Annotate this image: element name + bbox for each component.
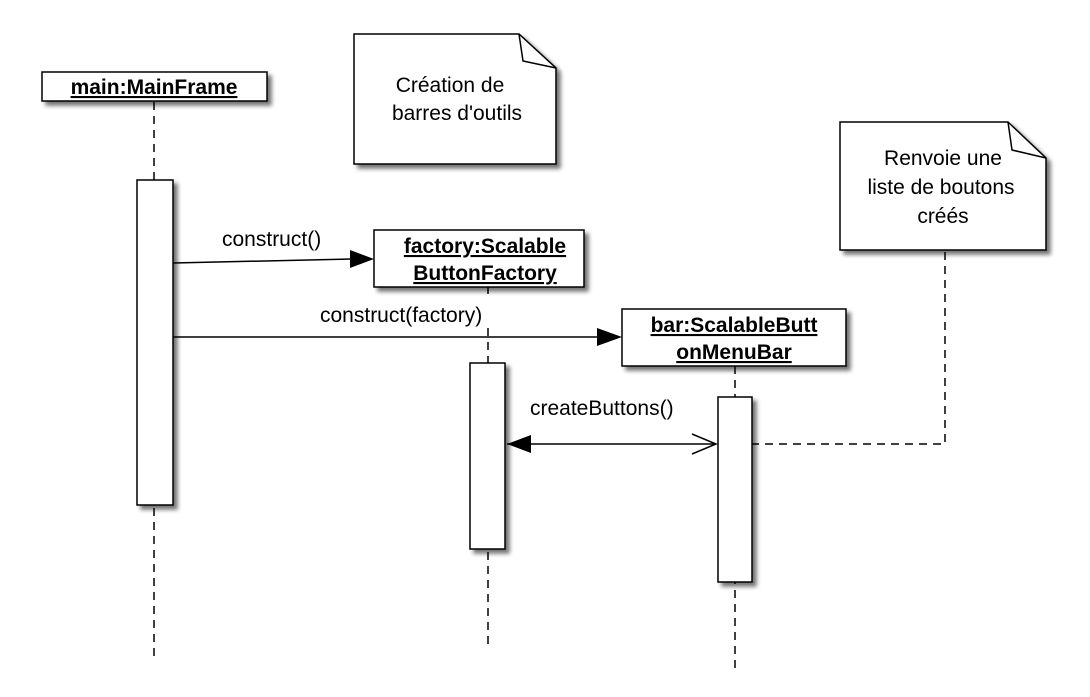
arrowhead-filled [350, 250, 374, 268]
message-create-buttons-label: createButtons() [530, 397, 674, 420]
object-factory-label-line: factory:Scalable [404, 235, 566, 258]
object-factory: factory:Scalable ButtonFactory [373, 229, 585, 288]
message-create-buttons: createButtons() [507, 397, 718, 455]
note-creation: Création de barres d'outils [353, 33, 557, 165]
note-creation-line: Création de [396, 74, 505, 97]
object-bar-label-line: onMenuBar [676, 341, 792, 364]
arrowhead-filled [597, 328, 622, 346]
note-creation-line: barres d'outils [392, 102, 522, 125]
note-connector [752, 252, 946, 445]
message-construct-factory-label: construct(factory) [320, 304, 482, 327]
object-bar-label-line: bar:ScalableButt [651, 314, 818, 337]
note-renvoie: Renvoie une liste de boutons créés [839, 121, 1047, 251]
note-renvoie-line: créés [917, 205, 968, 228]
object-bar: bar:ScalableButt onMenuBar [621, 308, 847, 367]
message-construct: construct() [172, 228, 374, 268]
note-renvoie-line: Renvoie une [884, 147, 1002, 170]
object-main: main:MainFrame [41, 71, 268, 102]
note-renvoie-line: liste de boutons [867, 176, 1014, 199]
main-activation-bar [136, 179, 174, 506]
arrowhead-filled [507, 435, 531, 453]
message-construct-label: construct() [222, 228, 321, 251]
object-factory-label-line: ButtonFactory [413, 262, 557, 285]
object-main-label-line: main:MainFrame [71, 76, 238, 99]
factory-activation-bar [469, 362, 506, 550]
bar-activation-bar [717, 396, 753, 583]
arrowhead-open [691, 433, 718, 455]
message-construct-factory: construct(factory) [173, 300, 622, 346]
